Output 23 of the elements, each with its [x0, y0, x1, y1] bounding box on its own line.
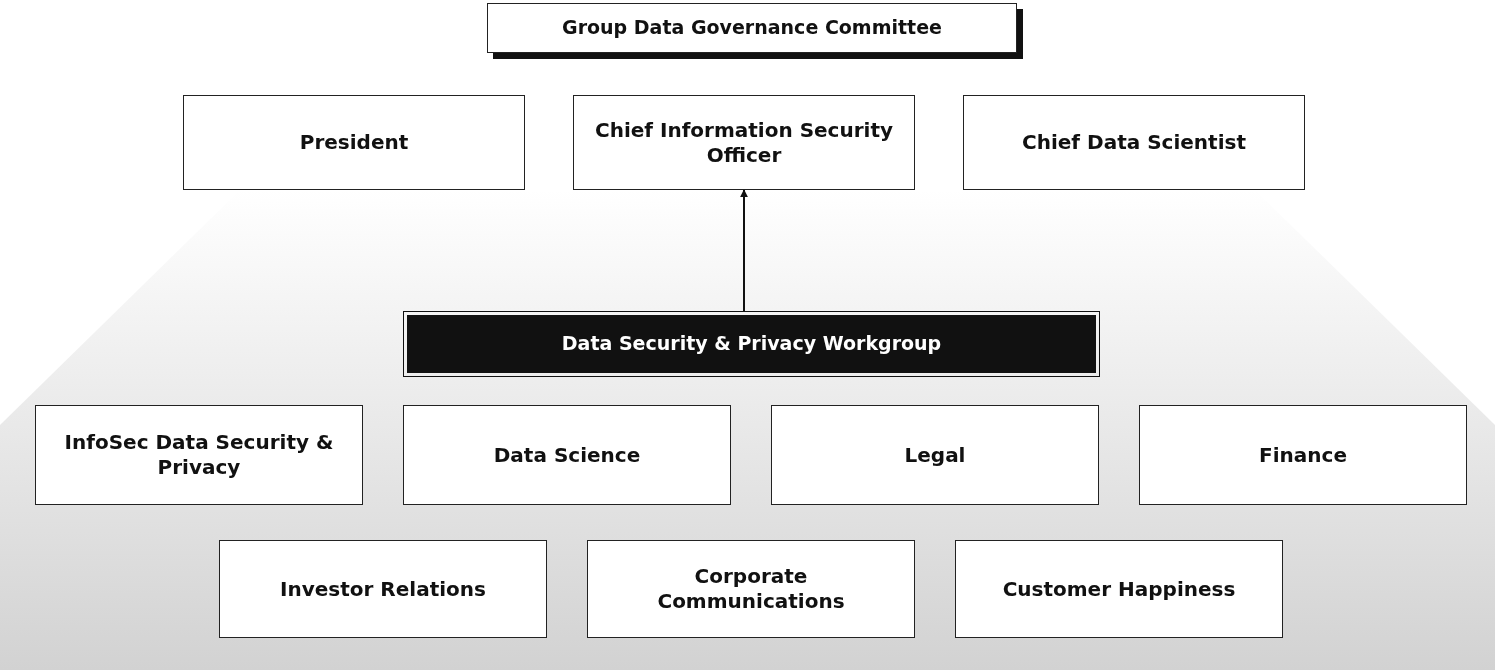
org-box [573, 95, 915, 190]
org-box [403, 405, 731, 505]
org-box [771, 405, 1099, 505]
box-label: Chief Data Scientist [1022, 130, 1246, 155]
org-box [183, 95, 525, 190]
box-label: Investor Relations [280, 576, 486, 602]
box-label: Finance [1259, 442, 1347, 468]
org-box [587, 540, 915, 638]
box-label: Group Data Governance Committee [562, 16, 942, 40]
box-label: Customer Happiness [1002, 576, 1236, 602]
arrow [740, 189, 748, 312]
org-box [1139, 405, 1467, 505]
org-box [955, 540, 1283, 638]
box-label: Data Science [493, 442, 641, 468]
org-box [219, 540, 547, 638]
box-label: InfoSec Data Security & Privacy [63, 430, 335, 480]
box-label: President [299, 130, 409, 155]
box-label: Chief Information Security Officer [593, 117, 895, 168]
org-box [35, 405, 363, 505]
box-label: Legal [904, 442, 966, 468]
org-box [963, 95, 1305, 190]
box-label: Data Security & Privacy Workgroup [561, 332, 942, 356]
box-label: Corporate Communications [656, 564, 846, 614]
